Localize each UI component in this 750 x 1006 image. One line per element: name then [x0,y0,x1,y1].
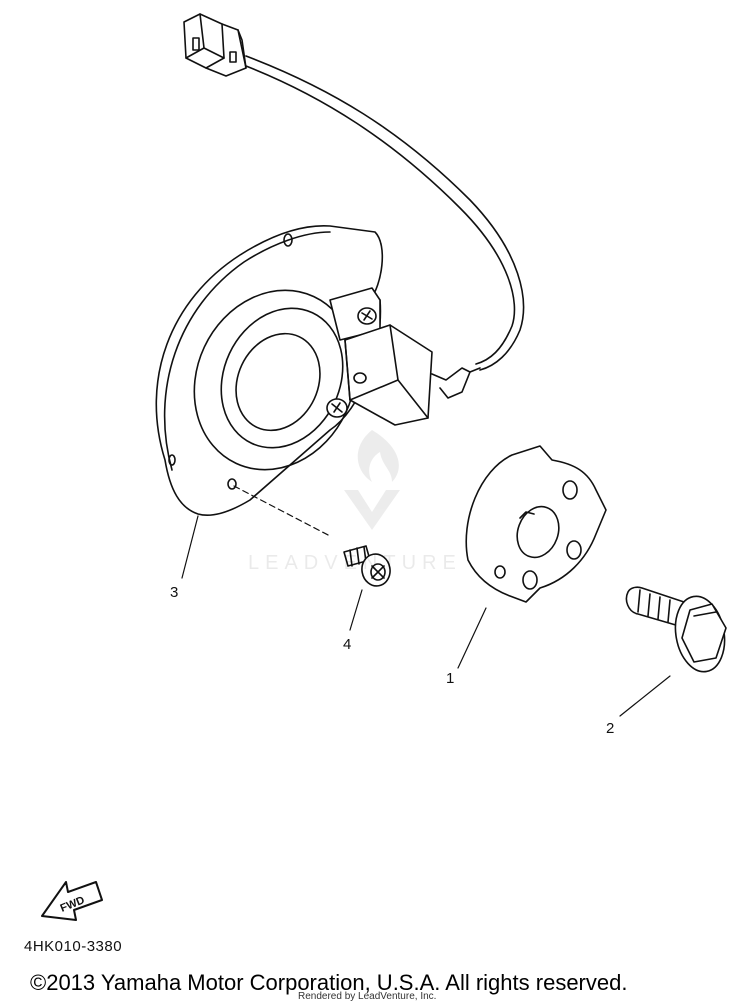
diagram-code: 4HK010-3380 [24,938,123,955]
wire-connector [183,13,247,77]
rendered-by-credit: Rendered by LeadVenture, Inc. [298,991,437,1002]
callout-part-1: 1 [446,670,455,687]
pan-screw [343,545,391,587]
fwd-arrow-icon: FWD [41,881,103,921]
watermark-logo [344,430,400,530]
rotor-plate [465,445,607,603]
flange-bolt [625,586,727,673]
callout-part-4: 4 [343,636,352,653]
copyright-notice: ©2013 Yamaha Motor Corporation, U.S.A. A… [30,970,628,995]
watermark-text: LEADVENTURE [248,552,462,574]
wire-cable [245,55,525,371]
pickup-coil [326,287,481,426]
callout-part-3: 3 [170,584,179,601]
leader-lines [181,485,671,717]
callout-part-2: 2 [606,720,615,737]
